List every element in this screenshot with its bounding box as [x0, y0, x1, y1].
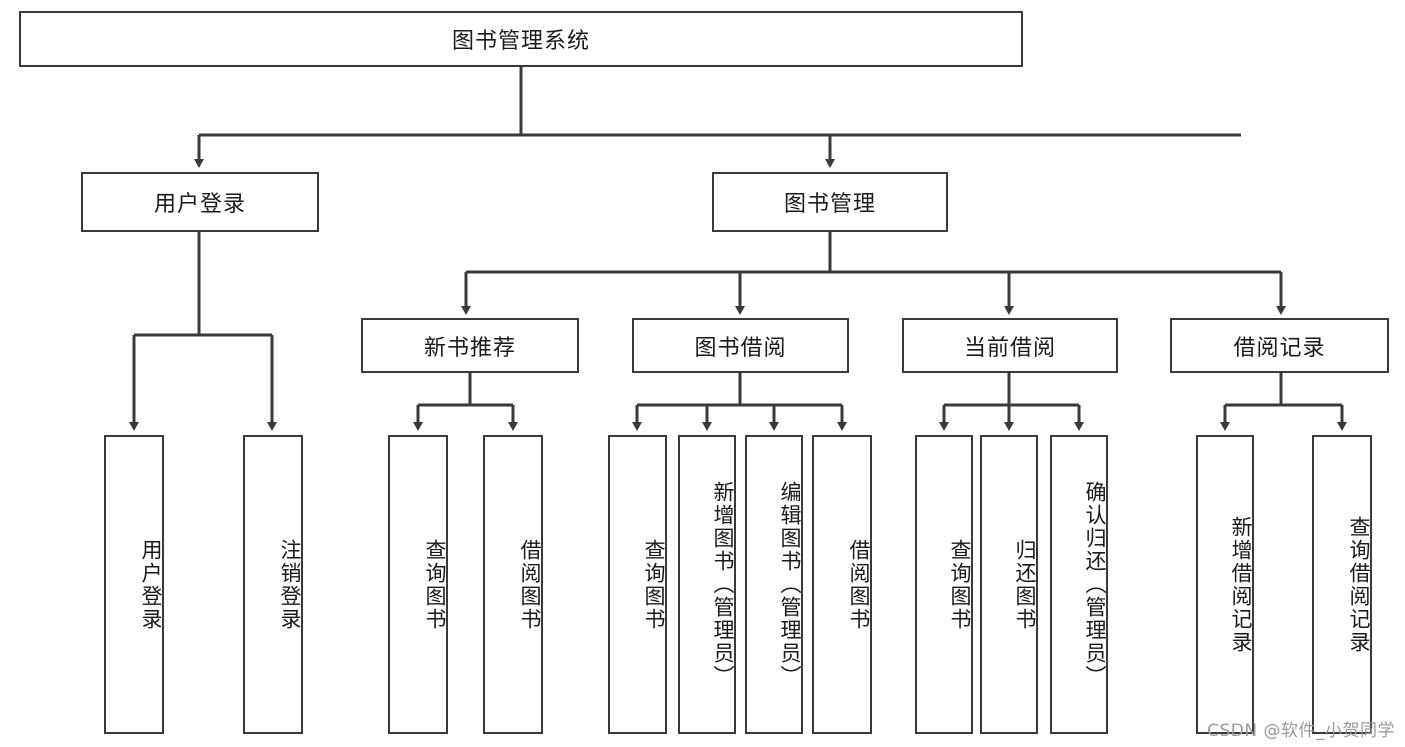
leaf-node-label: 用户登录: [139, 538, 163, 631]
leaf-node[interactable]: 确认归还（管理员）: [1050, 435, 1108, 734]
leaf-node-label: 借阅图书: [518, 538, 542, 631]
leaf-node-label: 查询图书: [642, 538, 666, 631]
leaf-node[interactable]: 新增借阅记录: [1196, 435, 1254, 734]
leaf-node-label: 借阅图书: [847, 538, 871, 631]
leaf-node-label: 新增图书（管理员）: [711, 481, 735, 688]
leaf-node-label: 新增借阅记录: [1229, 515, 1253, 654]
node-user-login-label: 用户登录: [153, 192, 246, 217]
node-new-book-recommend-label: 新书推荐: [423, 335, 516, 361]
leaf-node-label: 注销登录: [278, 538, 302, 631]
leaf-node[interactable]: 借阅图书: [812, 435, 872, 734]
node-book-borrow-label: 图书借阅: [694, 335, 787, 361]
leaf-node[interactable]: 查询图书: [388, 435, 448, 734]
leaf-node[interactable]: 查询借阅记录: [1312, 435, 1372, 734]
node-current-borrow-label: 当前借阅: [963, 335, 1056, 361]
node-new-book-recommend[interactable]: 新书推荐: [361, 318, 579, 373]
node-book-management-label: 图书管理: [783, 192, 876, 217]
leaf-node-label: 查询图书: [948, 538, 972, 631]
leaf-node-label: 查询图书: [423, 538, 447, 631]
node-book-management[interactable]: 图书管理: [712, 172, 948, 232]
node-borrow-record-label: 借阅记录: [1233, 335, 1326, 361]
leaf-node[interactable]: 归还图书: [980, 435, 1038, 734]
leaf-node-label: 归还图书: [1013, 538, 1037, 631]
node-user-login[interactable]: 用户登录: [81, 172, 319, 232]
leaf-node[interactable]: 借阅图书: [483, 435, 543, 734]
leaf-node-label: 确认归还（管理员）: [1083, 481, 1107, 688]
leaf-node[interactable]: 编辑图书（管理员）: [745, 435, 803, 734]
watermark: CSDN @软件_小贺同学: [1207, 721, 1395, 741]
node-borrow-record[interactable]: 借阅记录: [1170, 318, 1389, 373]
node-current-borrow[interactable]: 当前借阅: [902, 318, 1118, 373]
leaf-node[interactable]: 用户登录: [104, 435, 164, 734]
node-root[interactable]: 图书管理系统: [19, 11, 1023, 67]
leaf-node[interactable]: 注销登录: [243, 435, 303, 734]
node-book-borrow[interactable]: 图书借阅: [632, 318, 849, 373]
leaf-node[interactable]: 查询图书: [608, 435, 667, 734]
node-root-label: 图书管理系统: [451, 29, 590, 54]
leaf-node[interactable]: 查询图书: [915, 435, 973, 734]
leaf-node-label: 查询借阅记录: [1347, 515, 1371, 654]
leaf-node[interactable]: 新增图书（管理员）: [678, 435, 736, 734]
leaf-node-label: 编辑图书（管理员）: [778, 481, 802, 688]
